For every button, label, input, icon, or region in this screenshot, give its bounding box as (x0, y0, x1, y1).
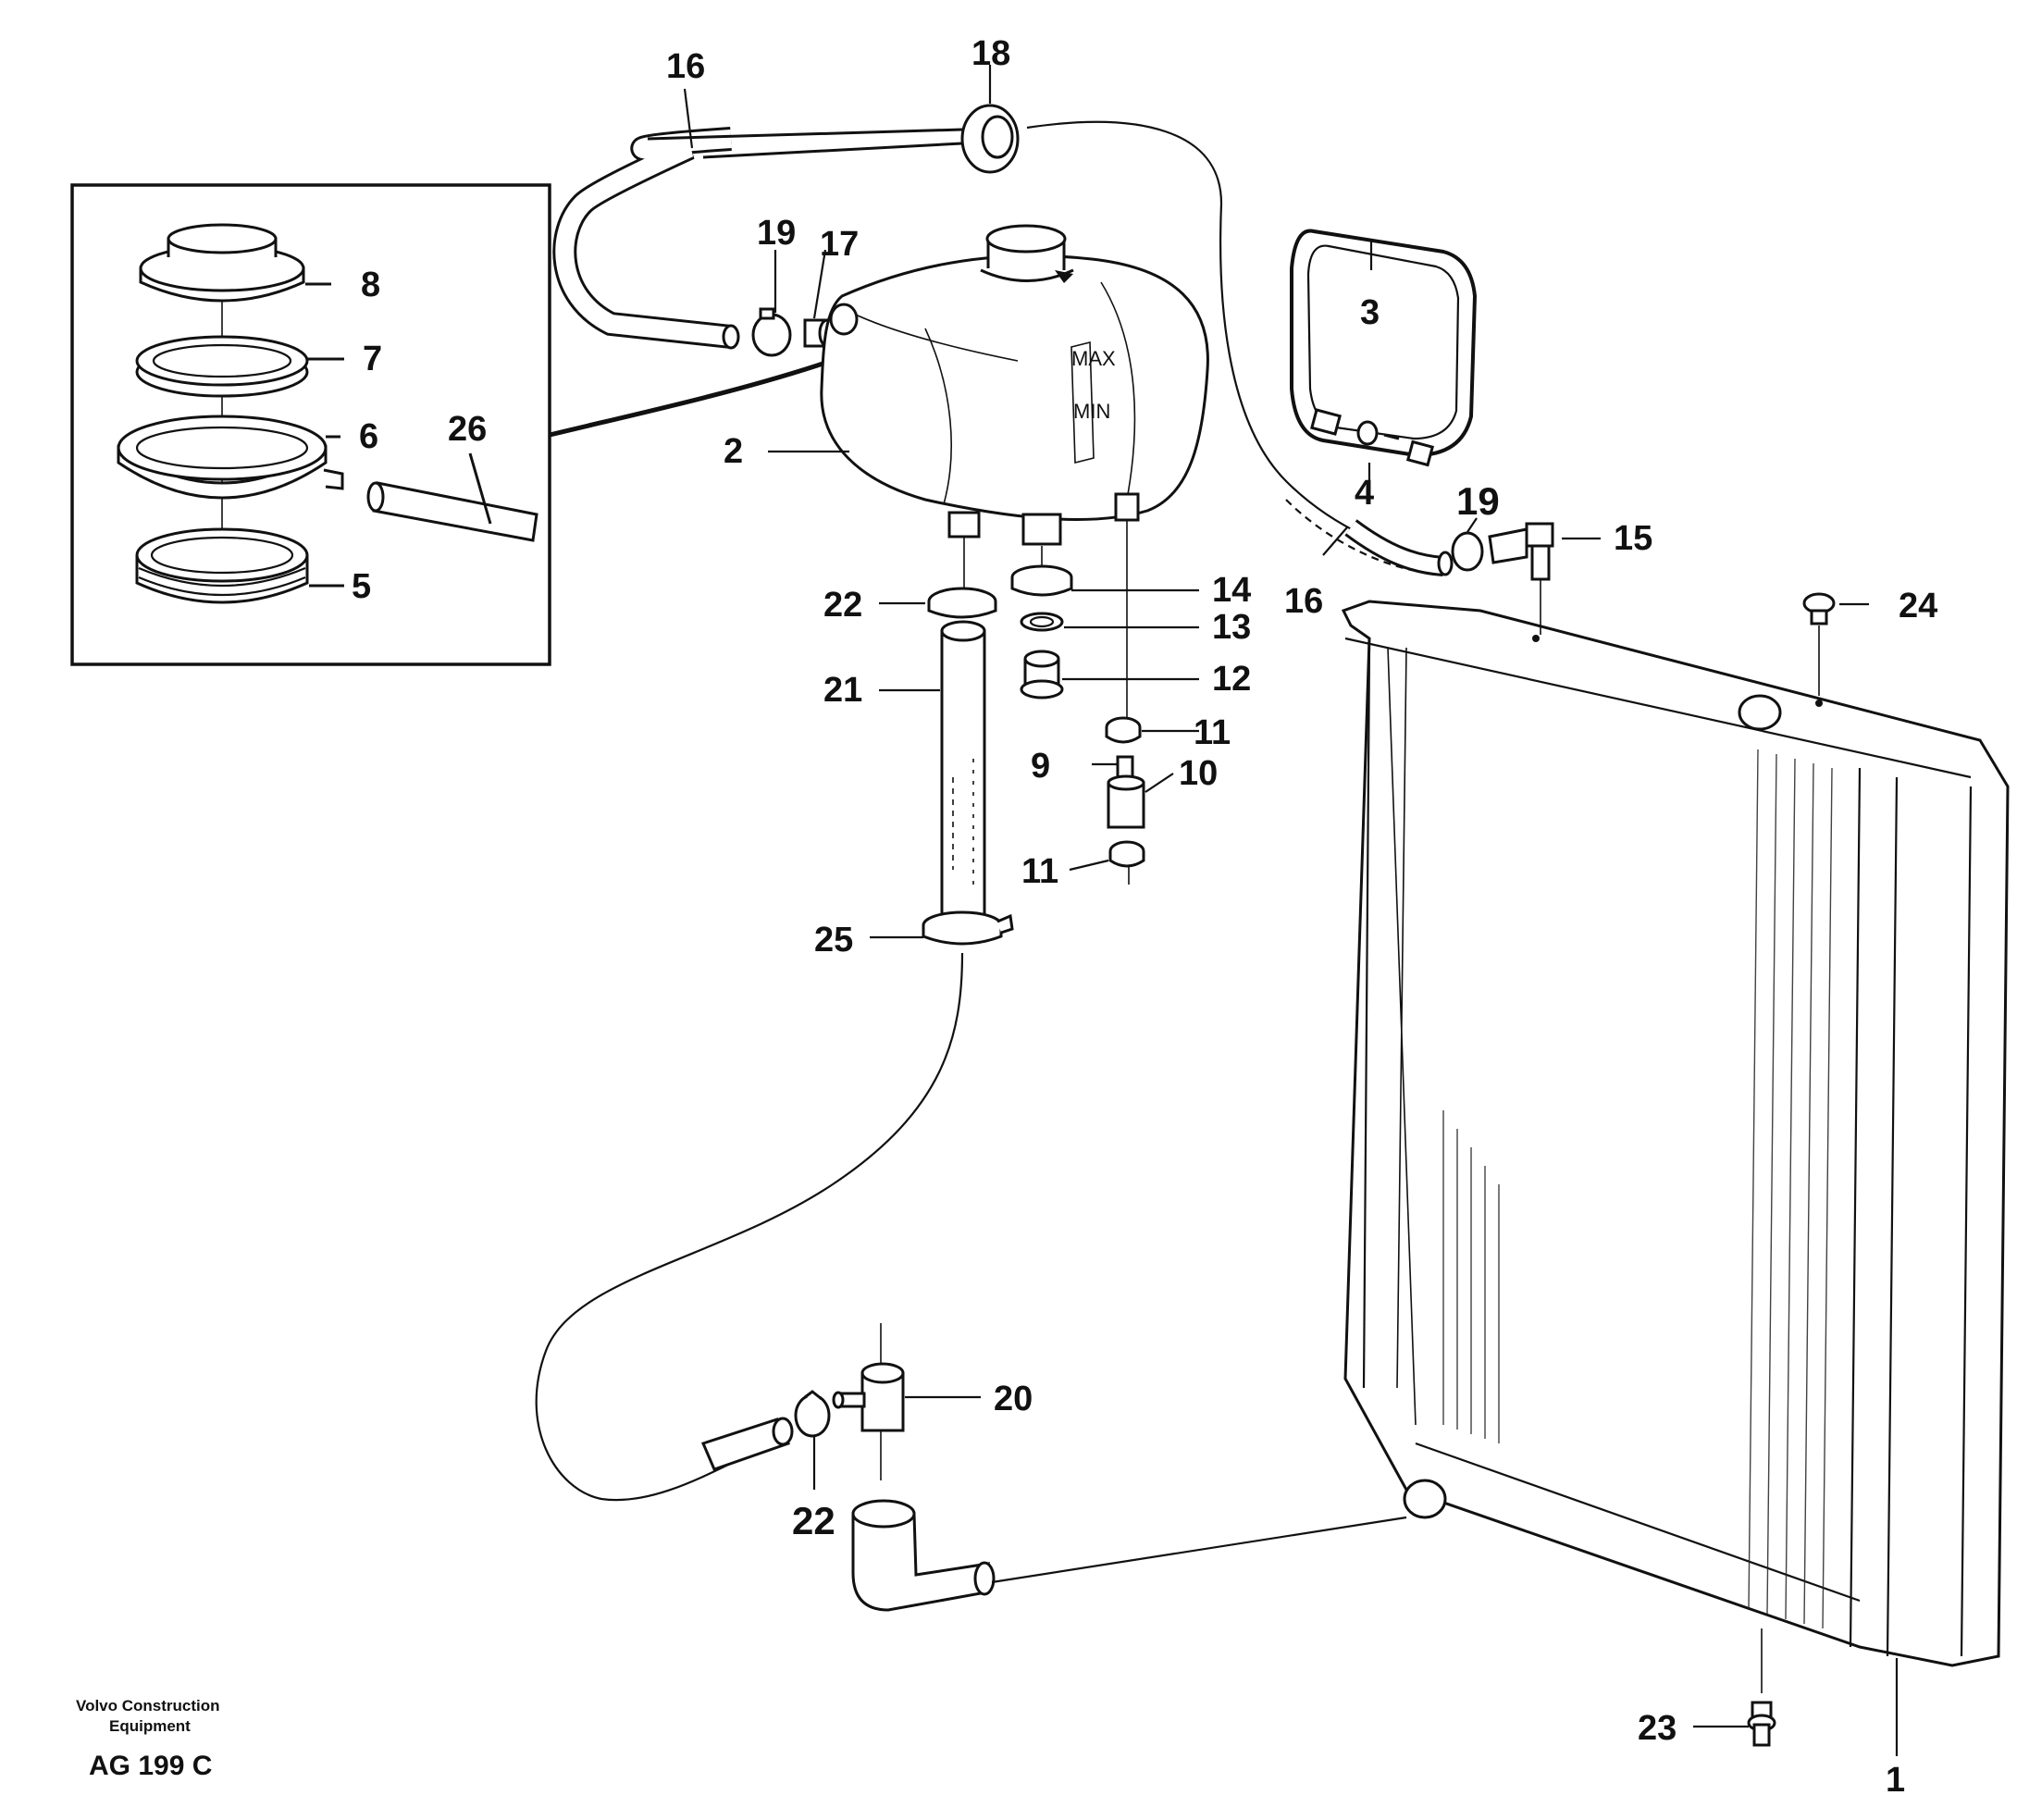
radiator (1341, 600, 2010, 1667)
callout-11-lower: 11 (1021, 852, 1058, 891)
filler-collar (117, 415, 344, 500)
tank-min-label: MIN (1073, 400, 1110, 423)
callout-13: 13 (1212, 608, 1251, 647)
callout-24: 24 (1899, 587, 1937, 625)
right-clamp (1451, 531, 1484, 572)
footer-company-line1: Volvo Construction (76, 1697, 220, 1715)
callout-9: 9 (1031, 747, 1050, 786)
tee-fitting (832, 1323, 905, 1480)
clamp-upper-left (927, 587, 997, 619)
callout-21: 21 (823, 671, 862, 710)
callout-8: 8 (361, 266, 380, 304)
callout-26: 26 (448, 410, 487, 449)
filler-plug-24 (1802, 592, 1836, 696)
elbow-hose (851, 1499, 996, 1612)
callout-10: 10 (1179, 754, 1218, 793)
clamp-11-lower (1108, 840, 1145, 868)
callout-6: 6 (359, 417, 378, 456)
long-return-hose (535, 952, 964, 1502)
upper-vent-hose (552, 127, 963, 350)
seal-ring (135, 335, 309, 398)
callout-labels: 16 18 19 17 3 4 2 19 15 16 24 22 14 13 1… (666, 34, 1937, 1800)
callout-19-top: 19 (757, 214, 796, 253)
callout-23: 23 (1638, 1709, 1677, 1748)
callout-3: 3 (1360, 293, 1380, 332)
clamp-hose-lower (922, 910, 1014, 946)
callout-16-right: 16 (1284, 582, 1323, 621)
hose-guard-frame (1290, 229, 1478, 467)
straight-hose (940, 620, 986, 938)
overflow-tube (366, 481, 538, 542)
callout-18: 18 (971, 34, 1010, 73)
drain-plug-23 (1747, 1628, 1776, 1747)
tank-max-label: MAX (1071, 347, 1116, 370)
callout-1: 1 (1886, 1761, 1905, 1800)
grommet (960, 104, 1020, 174)
valve-12 (1020, 650, 1064, 700)
callout-19-right: 19 (1456, 479, 1500, 523)
callout-14: 14 (1212, 571, 1251, 610)
footer-drawing-code: AG 199 C (89, 1751, 213, 1781)
right-vent-hose (1026, 120, 1454, 576)
callout-16-top: 16 (666, 47, 705, 86)
threaded-neck (135, 527, 309, 604)
callout-11-upper: 11 (1194, 713, 1231, 752)
clamp-lower (794, 1390, 831, 1438)
callout-22-top: 22 (823, 586, 862, 625)
leader-lines (683, 65, 1899, 1756)
callout-5: 5 (352, 567, 371, 606)
clamp-14 (1010, 564, 1073, 597)
callout-2: 2 (724, 432, 743, 471)
filler-cap (139, 223, 305, 303)
angle-fitting (1488, 522, 1554, 635)
callout-25: 25 (814, 921, 853, 960)
callout-20: 20 (994, 1380, 1033, 1418)
expansion-tank: MAX MIN (820, 224, 1209, 546)
callout-4: 4 (1355, 474, 1374, 513)
short-hose-10 (1107, 774, 1145, 829)
callout-12: 12 (1212, 660, 1251, 699)
callout-17: 17 (820, 225, 859, 264)
callout-7: 7 (363, 340, 382, 378)
upper-clamp (751, 307, 792, 357)
detail-inset: 8 7 6 5 26 (70, 183, 1008, 666)
footer-company-line2: Equipment (109, 1717, 191, 1735)
callout-15: 15 (1614, 519, 1652, 558)
nipple-9 (1116, 755, 1134, 779)
callout-22-lower: 22 (792, 1499, 835, 1542)
washer-13 (1020, 612, 1064, 632)
clamp-11-upper (1105, 716, 1142, 744)
